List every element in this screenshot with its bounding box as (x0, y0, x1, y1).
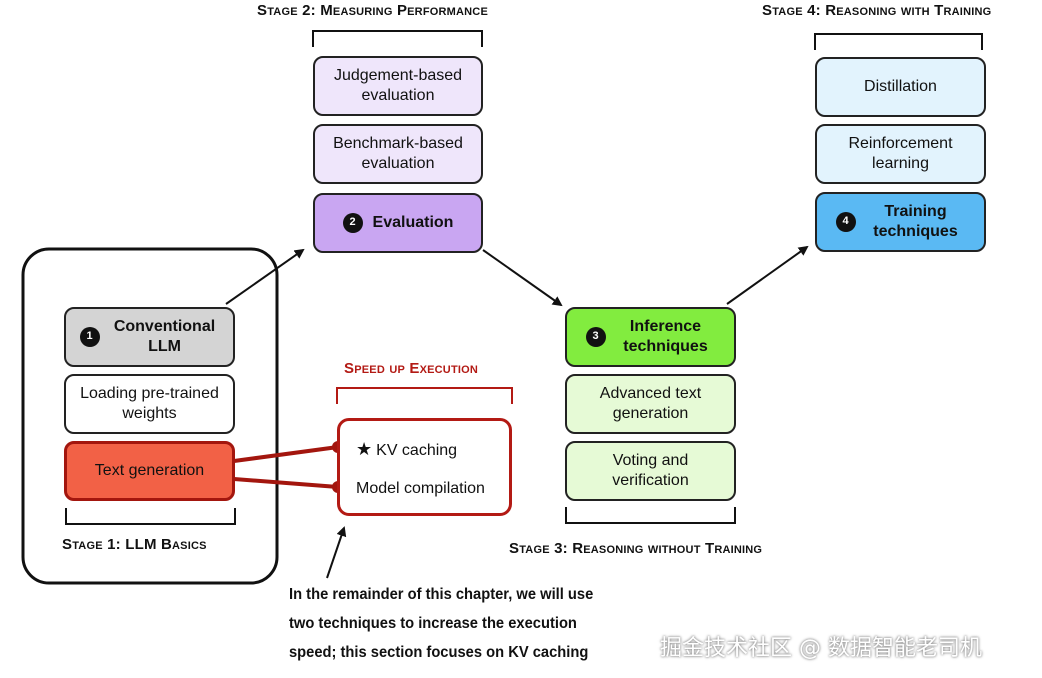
conventional-llm-box: 1 Conventional LLM (64, 307, 235, 367)
speedup-box: ★KV caching Model compilation (337, 418, 512, 516)
step-1-badge: 1 (79, 327, 100, 347)
benchmark-evaluation-box: Benchmark-based evaluation (313, 124, 483, 184)
stage3-title: Stage 3: Reasoning without Training (509, 540, 763, 557)
evaluation-label: Evaluation (372, 214, 454, 231)
conventional-llm-label: Conventional LLM (113, 318, 216, 355)
watermark: 掘金技术社区 @ 数据智能老司机 (660, 636, 982, 661)
model-compilation-label: Model compilation (356, 480, 485, 497)
stage4-title: Stage 4: Reasoning with Training (762, 2, 992, 19)
connector-textgen-to-compile (233, 477, 339, 489)
reinforcement-learning-box: Reinforcement learning (815, 124, 986, 184)
speedup-item-model-compilation: Model compilation (356, 480, 485, 498)
advanced-text-generation-label: Advanced text generation (599, 385, 702, 422)
stage4-bracket (814, 33, 983, 50)
benchmark-evaluation-label: Benchmark-based evaluation (333, 135, 463, 172)
arrow-evaluation-to-inference (482, 249, 563, 307)
stage2-bracket (312, 30, 483, 47)
stage2-title: Stage 2: Measuring Performance (257, 2, 488, 19)
text-generation-box: Text generation (64, 441, 235, 501)
chapter-note-line-1: In the remainder of this chapter, we wil… (289, 586, 594, 603)
stage3-bracket (565, 507, 736, 524)
connector-textgen-to-kv (233, 445, 339, 463)
loading-weights-label: Loading pre-trained weights (80, 385, 219, 422)
training-techniques-box: 4 Training techniques (815, 192, 986, 252)
loading-weights-box: Loading pre-trained weights (64, 374, 235, 434)
reinforcement-learning-label: Reinforcement learning (848, 135, 953, 172)
advanced-text-generation-box: Advanced text generation (565, 374, 736, 434)
stage1-title: Stage 1: LLM Basics (62, 536, 207, 553)
speedup-title: Speed up Execution (344, 360, 479, 377)
voting-verification-label: Voting and verification (612, 452, 689, 489)
inference-techniques-box: 3 Inference techniques (565, 307, 736, 367)
kv-caching-label: KV caching (376, 442, 458, 459)
speedup-bracket (336, 387, 513, 404)
voting-verification-box: Voting and verification (565, 441, 736, 501)
arrow-stage1-to-evaluation (225, 248, 305, 305)
judgement-evaluation-box: Judgement-based evaluation (313, 56, 483, 116)
distillation-box: Distillation (815, 57, 986, 117)
stage1-bracket (65, 508, 236, 525)
step-3-badge: 3 (585, 327, 606, 347)
text-generation-label: Text generation (94, 462, 205, 479)
stage1-frame (21, 247, 279, 585)
star-icon: ★ (356, 439, 373, 459)
inference-techniques-label: Inference techniques (623, 318, 708, 355)
chapter-note-line-2: two techniques to increase the execution (289, 615, 577, 632)
chapter-note: In the remainder of this chapter, we wil… (289, 580, 639, 667)
speedup-item-kv-caching: ★KV caching (356, 439, 457, 460)
judgement-evaluation-label: Judgement-based evaluation (333, 67, 463, 104)
evaluation-box: 2 Evaluation (313, 193, 483, 253)
step-2-badge: 2 (342, 213, 363, 233)
chapter-note-line-3: speed; this section focuses on KV cachin… (289, 644, 589, 661)
arrow-note-to-speedup (326, 526, 347, 579)
step-4-badge: 4 (835, 212, 856, 232)
training-techniques-label: Training techniques (873, 203, 958, 240)
arrow-inference-to-training (726, 245, 809, 305)
distillation-label: Distillation (864, 78, 937, 95)
